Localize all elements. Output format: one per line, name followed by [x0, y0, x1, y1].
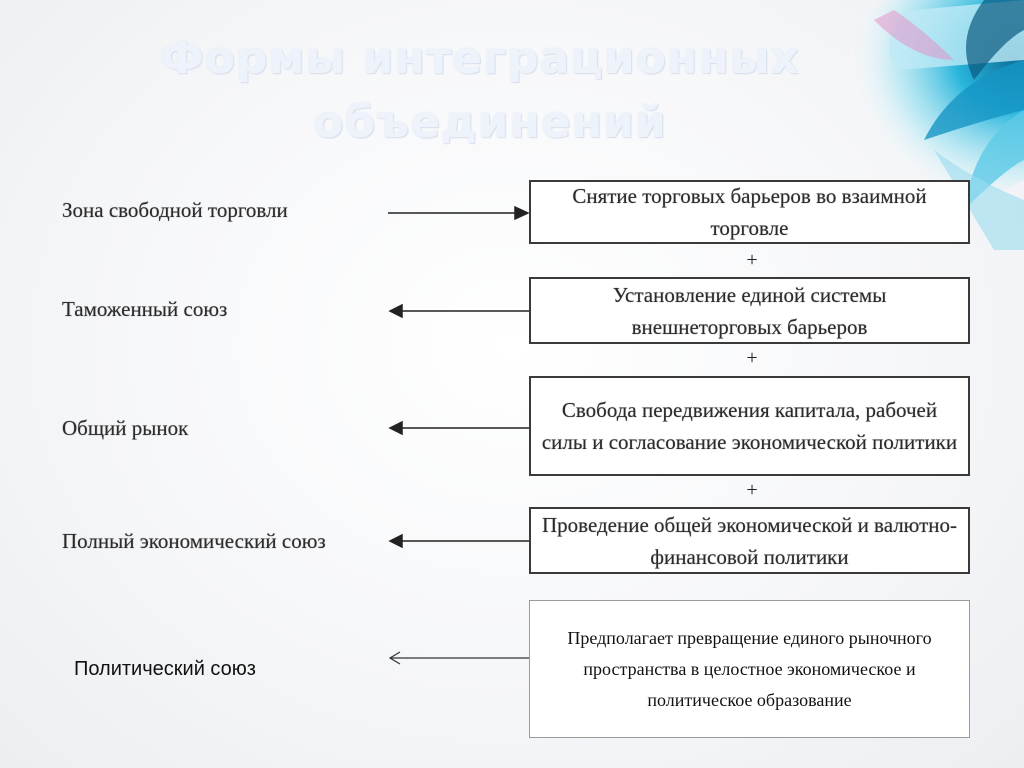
plus-sign: + — [746, 479, 758, 501]
form-label-customs-union: Таможенный союз — [62, 297, 228, 321]
form-label-political-union: Политический союз — [74, 658, 256, 680]
condition-box-trade-barriers: Снятие торговых барьеров во взаимной тор… — [529, 180, 970, 244]
arrow-head-left — [388, 303, 403, 319]
form-label-economic-union: Полный экономический союз — [62, 529, 326, 553]
plus-sign: + — [746, 347, 758, 369]
condition-box-political: Предполагает превращение единого рыночно… — [529, 600, 970, 738]
condition-box-free-movement: Свобода передвижения капитала, рабочей с… — [529, 376, 970, 476]
plus-sign: + — [746, 249, 758, 271]
arrow-head-left — [388, 533, 403, 549]
form-label-free-trade-zone: Зона свободной торговли — [62, 198, 288, 222]
form-label-common-market: Общий рынок — [62, 416, 189, 440]
arrow-head-right — [514, 205, 530, 221]
slide-title-line2: объединений — [313, 97, 667, 148]
slide-title-line1: Формы интеграционных — [160, 33, 800, 84]
flower-decoration — [834, 0, 1024, 250]
arrow-head-open — [388, 651, 401, 665]
condition-box-common-policy: Проведение общей экономической и валютно… — [529, 507, 970, 574]
arrow-head-left — [388, 420, 403, 436]
condition-box-external-barriers: Установление единой системы внешнеторгов… — [529, 277, 970, 344]
